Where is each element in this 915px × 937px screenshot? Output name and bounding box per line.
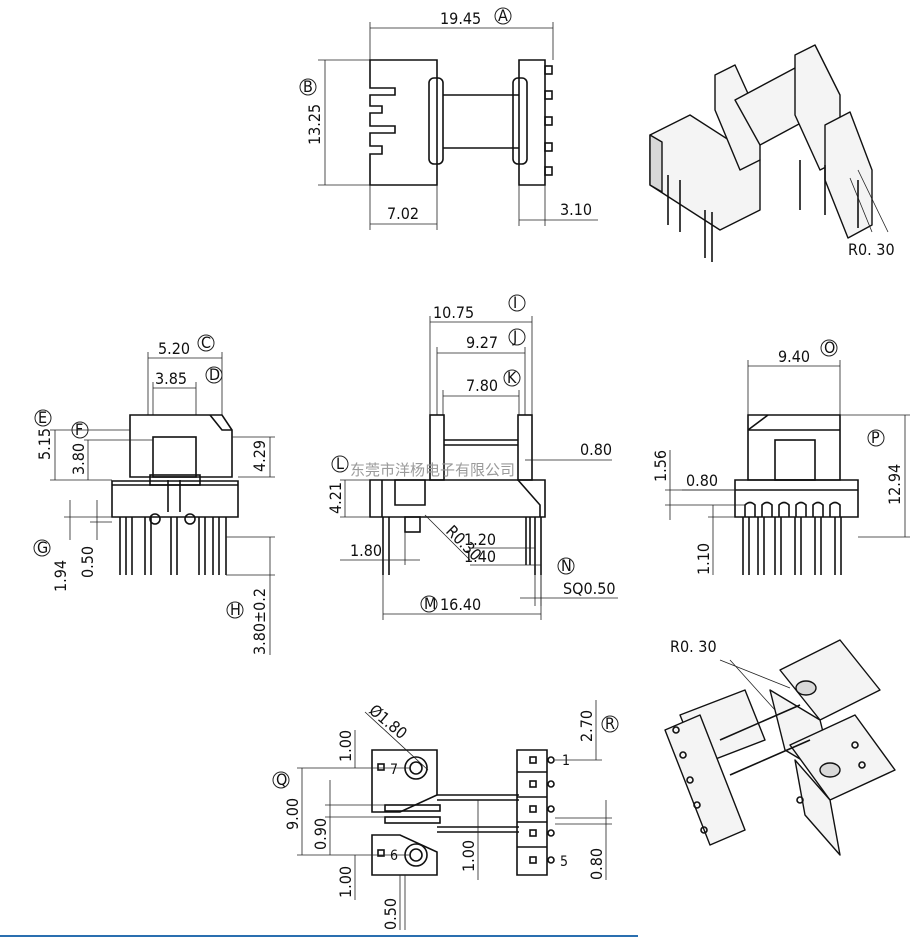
dim-e: 5.15: [35, 428, 54, 460]
ref-d: D: [209, 365, 220, 384]
dim-050b: 0.50: [381, 898, 400, 930]
dim-end-080: 0.80: [686, 471, 718, 490]
ref-b: B: [303, 77, 313, 96]
iso-top-radius: R0. 30: [848, 240, 895, 259]
dim-h: 3.80±0.2: [250, 588, 269, 655]
top-view: 19.45 A B 13.25 7.02 3.10: [299, 6, 598, 230]
ref-m: M: [424, 594, 436, 613]
pin-1: 1: [562, 753, 570, 769]
ref-n: N: [561, 556, 572, 575]
ref-p: P: [871, 428, 880, 447]
iso-view-bottom: R0. 30: [664, 637, 896, 856]
dim-d: 3.85: [155, 369, 187, 388]
pin-6: 6: [390, 848, 398, 864]
dim-100a: 1.00: [336, 730, 355, 762]
dim-l: 4.21: [326, 482, 345, 514]
dim-050: 0.50: [78, 546, 97, 578]
dim-hole: Ø1.80: [365, 701, 410, 743]
ref-h: H: [230, 600, 241, 619]
dim-100c: 1.00: [459, 840, 478, 872]
dim-front-080: 0.80: [580, 440, 612, 459]
dim-q: 9.00: [283, 798, 302, 830]
dim-j: 9.27: [466, 333, 498, 352]
dim-090: 0.90: [311, 818, 330, 850]
dim-m: 16.40: [440, 595, 481, 614]
dim-270: 2.70: [577, 710, 596, 742]
iso-bottom-radius: R0. 30: [670, 637, 717, 656]
pin-5: 5: [560, 854, 568, 870]
ref-q: Q: [276, 770, 287, 789]
ref-l: L: [336, 454, 344, 473]
ref-o: O: [824, 338, 835, 357]
ref-r: R: [605, 714, 615, 733]
pin-7: 7: [390, 762, 398, 778]
dim-156: 1.56: [651, 450, 670, 482]
dim-c: 5.20: [158, 339, 190, 358]
dim-080b: 0.80: [587, 848, 606, 880]
dim-194: 1.94: [51, 560, 70, 592]
iso-view-top: R0. 30: [649, 44, 895, 262]
dim-a-value: 19.45: [440, 9, 481, 28]
dim-702: 7.02: [387, 204, 419, 223]
dim-n: SQ0.50: [563, 579, 616, 598]
dim-120: 1.20: [464, 530, 496, 549]
dim-i: 10.75: [433, 303, 474, 322]
ref-j: J: [512, 327, 517, 346]
ref-e: E: [38, 408, 47, 427]
watermark: 东莞市洋杨电子有限公司: [350, 461, 515, 479]
ref-i: I: [513, 293, 517, 312]
ref-g: G: [37, 538, 48, 557]
dim-140: 1.40: [464, 547, 496, 566]
dim-310: 3.10: [560, 200, 592, 219]
ref-k: K: [507, 368, 517, 387]
dim-p: 12.94: [885, 464, 904, 505]
ref-f: F: [75, 420, 83, 439]
dim-429: 4.29: [250, 440, 269, 472]
ref-a: A: [498, 6, 508, 25]
dim-k: 7.80: [466, 376, 498, 395]
dim-f: 3.80: [69, 443, 88, 475]
end-view: 9.40 O P 12.94: [651, 338, 910, 575]
bottom-view: Ø1.80 7 6 1 5: [272, 700, 619, 930]
dim-o: 9.40: [778, 347, 810, 366]
front-view: 10.75 I 9.27 J 7.80 K 0.: [326, 293, 618, 620]
dim-b-value: 13.25: [305, 104, 324, 145]
dim-110: 1.10: [694, 543, 713, 575]
dim-180: 1.80: [350, 541, 382, 560]
side-view: 5.20 C 3.85 D E: [33, 333, 275, 655]
ref-c: C: [201, 333, 211, 352]
dim-100b: 1.00: [336, 866, 355, 898]
